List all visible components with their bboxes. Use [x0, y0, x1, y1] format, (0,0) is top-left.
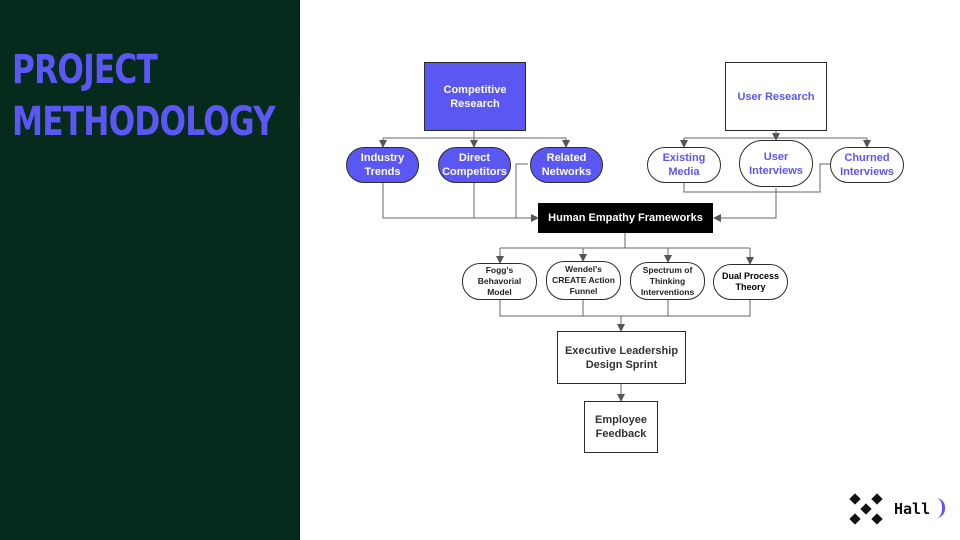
foggs-model-node: Fogg's Behavorial Model	[462, 263, 537, 300]
dual-process-node: Dual Process Theory	[713, 264, 788, 300]
industry-trends-label: Industry Trends	[360, 152, 405, 178]
direct-competitors-node: Direct Competitors	[438, 147, 511, 183]
existing-media-label: Existing Media	[662, 152, 706, 178]
diagram-connectors	[379, 131, 871, 402]
spectrum-thinking-node: Spectrum of Thinking Interventions	[630, 262, 705, 300]
competitive-research-box: Competitive Research	[424, 62, 526, 131]
user-research-box: User Research	[725, 62, 827, 131]
x-diamond-logo-icon	[849, 493, 883, 525]
user-interviews-node: User Interviews	[739, 140, 813, 187]
title-line-2: METHODOLOGY	[12, 99, 276, 145]
user-interviews-label: User Interviews	[749, 150, 803, 177]
employee-feedback-box: Employee Feedback	[584, 401, 658, 453]
methodology-diagram: Competitive Research User Research Indus…	[300, 0, 960, 540]
related-networks-label: Related Networks	[541, 152, 592, 178]
dual-process-label: Dual Process Theory	[721, 271, 780, 292]
spectrum-thinking-label: Spectrum of Thinking Interventions	[640, 264, 695, 297]
human-empathy-frameworks-label: Human Empathy Frameworks	[548, 212, 703, 224]
churned-interviews-node: Churned Interviews	[830, 147, 904, 183]
title-line-1: PROJECT	[12, 47, 158, 93]
human-empathy-frameworks-box: Human Empathy Frameworks	[538, 203, 713, 233]
wendels-funnel-label: Wendel's CREATE Action Funnel	[552, 264, 615, 296]
logo-accent	[936, 498, 945, 518]
executive-sprint-label: Executive Leadership Design Sprint	[564, 344, 679, 371]
logo-text: Hall	[894, 500, 931, 518]
foggs-model-label: Fogg's Behavorial Model	[477, 265, 522, 297]
existing-media-node: Existing Media	[647, 147, 721, 183]
left-panel: PROJECT METHODOLOGY	[0, 0, 300, 540]
churned-interviews-label: Churned Interviews	[840, 152, 894, 178]
wendels-funnel-node: Wendel's CREATE Action Funnel	[546, 261, 621, 300]
competitive-research-label: Competitive Research	[443, 83, 507, 110]
employee-feedback-label: Employee Feedback	[595, 414, 647, 440]
industry-trends-node: Industry Trends	[346, 147, 419, 183]
executive-sprint-box: Executive Leadership Design Sprint	[557, 331, 686, 384]
user-research-label: User Research	[737, 90, 815, 103]
direct-competitors-label: Direct Competitors	[442, 152, 507, 178]
hall-logo: Hall	[848, 492, 948, 528]
slide-title: PROJECT METHODOLOGY	[12, 44, 276, 148]
related-networks-node: Related Networks	[530, 147, 603, 183]
